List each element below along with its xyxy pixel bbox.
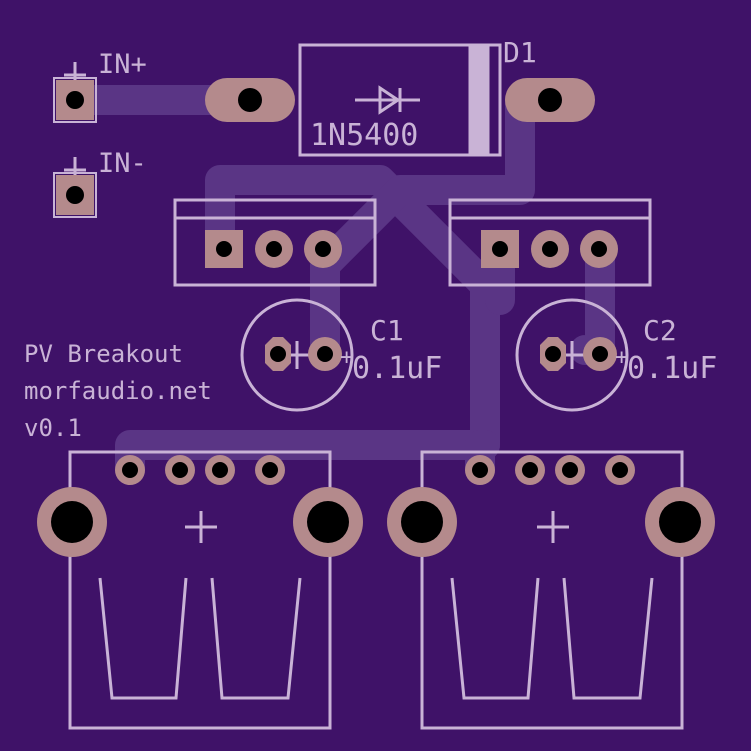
cap2-hole-neg	[545, 346, 561, 362]
pin-in-pos-hole	[66, 91, 84, 109]
regulator-1-outline	[173, 198, 377, 287]
usb-2-center-cross	[537, 511, 569, 543]
label-diode-ref: D1	[503, 36, 537, 69]
reg2-hole-1	[492, 241, 508, 257]
cap2-outline	[515, 298, 629, 412]
usb2-pin-4-hole	[612, 462, 628, 478]
label-cap1-value: 0.1uF	[352, 351, 442, 386]
cap1-outline	[240, 298, 354, 412]
usb-1-outline	[68, 450, 332, 730]
usb2-shield-left-hole	[401, 501, 443, 543]
pin-in-pos-outline	[53, 77, 97, 123]
usb1-pin-4-hole	[262, 462, 278, 478]
cap1-hole-neg	[270, 346, 286, 362]
diode-hole-cathode	[538, 88, 562, 112]
cap2-hole-pos	[592, 346, 608, 362]
label-cap1-polarity: +	[340, 345, 353, 370]
label-in-pos: IN+	[98, 49, 147, 80]
usb1-pin-2-hole	[172, 462, 188, 478]
label-cap2-polarity: +	[615, 345, 628, 370]
board-version: v0.1	[24, 414, 82, 442]
pads	[37, 77, 715, 557]
usb2-pin-3-hole	[562, 462, 578, 478]
diode-cathode-band	[468, 43, 490, 157]
silkscreen-text: IN+ IN- D1 1N5400 C1 + 0.1uF C2 + 0.1uF …	[24, 36, 717, 442]
diode-symbol	[355, 85, 420, 115]
usb1-shield-right-hole	[307, 501, 349, 543]
board-site: morfaudio.net	[24, 377, 212, 405]
reg2-hole-3	[591, 241, 607, 257]
board-title: PV Breakout	[24, 340, 183, 368]
usb-1-center-cross	[185, 511, 217, 543]
usb1-pin-1-hole	[122, 462, 138, 478]
regulator-2-outline	[448, 198, 652, 287]
diode-outline	[298, 43, 502, 157]
usb1-shield-left-hole	[51, 501, 93, 543]
silkscreen	[64, 43, 684, 730]
usb2-pin-2-hole	[522, 462, 538, 478]
diode-hole-anode	[238, 88, 262, 112]
usb-2-tabs	[450, 577, 654, 700]
reg1-hole-3	[315, 241, 331, 257]
label-diode-value: 1N5400	[310, 118, 418, 153]
usb1-pin-3-hole	[212, 462, 228, 478]
label-cap2-value: 0.1uF	[627, 351, 717, 386]
label-cap2-ref: C2	[643, 314, 677, 347]
usb2-shield-right-hole	[659, 501, 701, 543]
pin-in-neg-hole	[66, 186, 84, 204]
usb-2-outline	[420, 450, 684, 730]
pin-in-neg-outline	[53, 172, 97, 218]
usb2-pin-1-hole	[472, 462, 488, 478]
cap1-hole-pos	[317, 346, 333, 362]
label-in-neg: IN-	[98, 148, 147, 179]
reg1-hole-1	[216, 241, 232, 257]
usb-1-tabs	[98, 577, 302, 700]
label-cap1-ref: C1	[370, 314, 404, 347]
reg2-hole-2	[542, 241, 558, 257]
reg1-hole-2	[266, 241, 282, 257]
